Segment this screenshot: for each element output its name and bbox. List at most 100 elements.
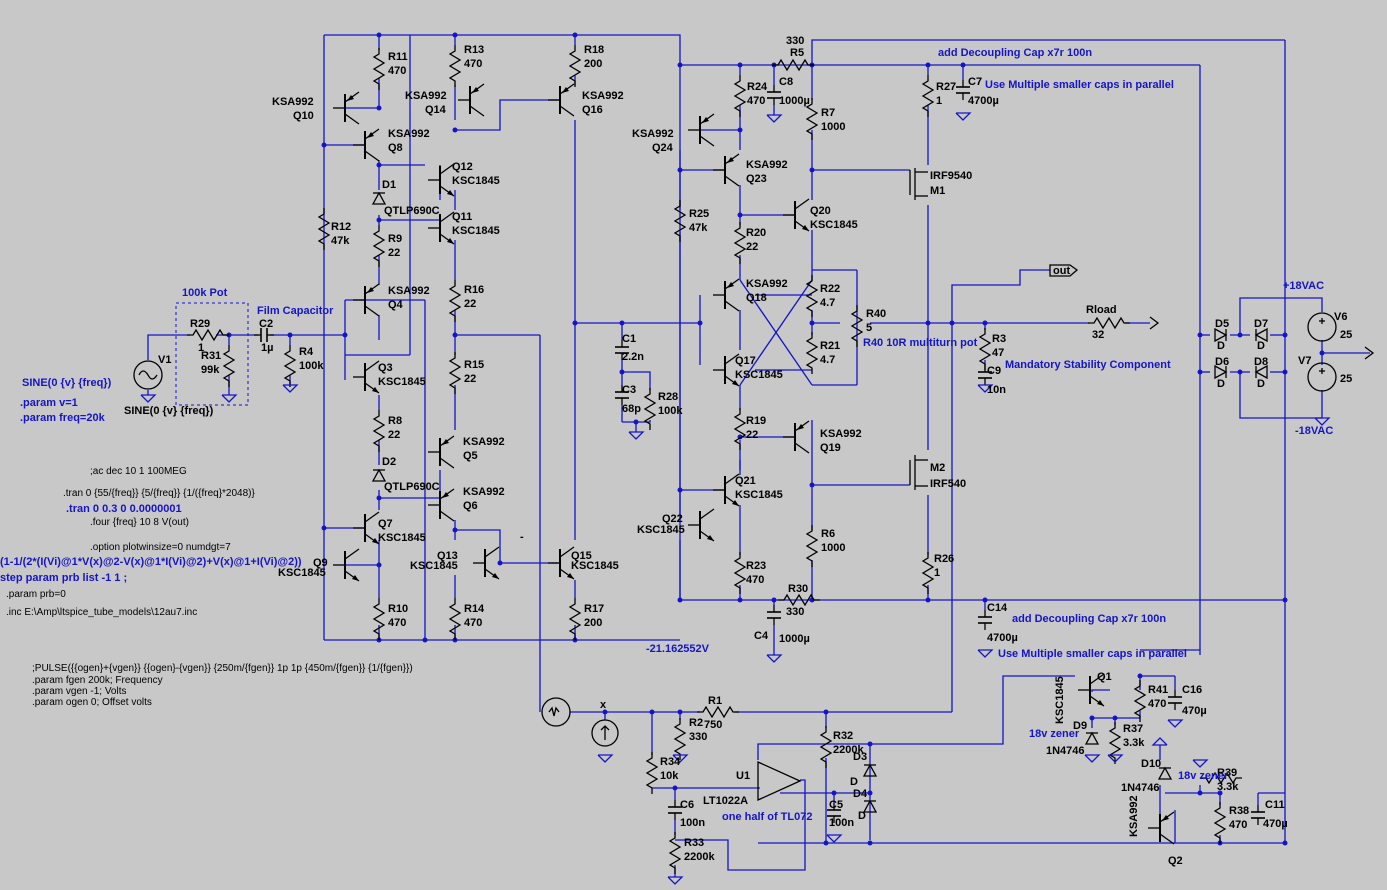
label-z1: 18v zener [1029,728,1080,740]
label-prb: .param prb=0 [6,589,66,600]
label-r12: R12 [331,221,351,233]
label-rloadv: 32 [1092,329,1104,341]
label-q9t: KSC1845 [278,567,326,579]
label-d1t: QTLP690C [384,205,440,217]
label-c11v: 470µ [1263,818,1288,830]
label-d6: D6 [1215,356,1229,368]
label-biasexpr: (1-1/(2*(I(Vi)@1*V(x)@2-V(x)@1*I(Vi)@2)+… [0,556,302,568]
label-c6v: 100n [680,817,705,829]
label-c14v: 4700µ [987,632,1018,644]
label-c5: C5 [829,799,843,811]
label-d7t: D [1217,340,1225,352]
label-q14t: KSA992 [405,90,447,102]
label-acdec: ;ac dec 10 1 100MEG [90,466,187,477]
label-out: out [1053,265,1070,277]
label-r8: R8 [388,415,402,427]
spice-directives: ;ac dec 10 1 100MEG .tran 0 {55/{freq}} {… [6,466,413,708]
label-d10t: 1N4746 [1121,782,1160,794]
label-q20: Q20 [810,205,831,217]
label-r30: R30 [788,583,808,595]
label-c11: C11 [1265,799,1285,811]
label-r18v: 200 [584,58,602,70]
label-r16: R16 [464,284,484,296]
label-paramv: .param v=1 [20,397,78,409]
label-q10: Q10 [293,110,314,122]
label-c8: C8 [779,76,793,88]
label-d7: D7 [1254,318,1268,330]
label-q6: Q6 [463,500,478,512]
label-r1v: 750 [704,719,722,731]
label-m2: M2 [930,462,945,474]
label-q5t: KSA992 [463,436,505,448]
label-c3: C3 [622,384,636,396]
label-r24: R24 [747,81,768,93]
label-c5v: 100n [829,817,854,829]
label-m1: M1 [930,185,945,197]
label-v6v: 25 [1340,329,1352,341]
label-d2: D2 [382,456,396,468]
label-r24v: 470 [747,95,765,107]
label-r15: R15 [464,359,484,371]
label-r6v: 1000 [821,542,845,554]
label-tran1: .tran 0 {55/{freq}} {5/{freq}} {1/({freq… [63,488,255,499]
label-r38: R38 [1229,805,1249,817]
label-r33v: 2200k [684,851,715,863]
label-rload: Rload [1086,304,1117,316]
label-r21v: 4.7 [820,354,835,366]
label-r9v: 22 [388,247,400,259]
label-q19t: KSA992 [820,428,862,440]
label-r19v: 22 [746,429,758,441]
label-q23t: KSA992 [746,159,788,171]
label-paramf: .param freq=20k [20,412,106,424]
label-u1: U1 [736,770,750,782]
label-v7v: 25 [1340,373,1352,385]
label-q7t: KSC1845 [378,532,426,544]
label-r8v: 22 [388,429,400,441]
label-q20t: KSC1845 [810,219,858,231]
label-p18: +18VAC [1283,280,1324,292]
label-d9: D9 [1073,720,1087,732]
component-labels: R11470R13470R18200KSA992Q10KSA992Q14KSA9… [124,35,1352,867]
label-q23: Q23 [746,173,767,185]
label-c9: C9 [987,365,1001,377]
label-r7: R7 [821,107,835,119]
label-r12v: 47k [331,235,350,247]
label-r20: R20 [746,227,766,239]
label-d8: D8 [1254,356,1268,368]
label-c7v: 4700µ [968,95,999,107]
label-tl072: one half of TL072 [722,811,812,823]
label-sine1: SINE(0 {v} {freq}) [22,377,112,389]
label-q14: Q14 [425,104,447,116]
label-d10: D10 [1141,758,1161,770]
label-c2v: 1µ [261,342,273,354]
label-r14v: 470 [464,617,482,629]
label-r10: R10 [388,603,408,615]
label-r28v: 100k [658,405,683,417]
label-c4: C4 [754,630,769,642]
label-q12: Q12 [452,161,473,173]
label-q16t: KSA992 [582,90,624,102]
label-r4v: 100k [299,360,324,372]
label-r22: R22 [820,283,840,295]
label-q5: Q5 [463,450,478,462]
label-r41v: 470 [1148,698,1166,710]
label-multi1: Use Multiple smaller caps in parallel [985,79,1174,91]
label-d4: D4 [853,788,868,800]
label-z2: 18v zener [1178,770,1229,782]
label-inc: .inc E:\Amp\ltspice_tube_models\12au7.in… [6,607,197,618]
label-q13: Q13 [437,550,458,562]
label-q18t: KSA992 [746,278,788,290]
label-q24t: KSA992 [632,128,674,140]
label-d2t: QTLP690C [384,481,440,493]
label-d8t: D [1257,340,1265,352]
label-r10v: 470 [388,617,406,629]
label-r14: R14 [464,603,485,615]
label-filmcap: Film Capacitor [257,305,334,317]
label-multi2: Use Multiple smaller caps in parallel [998,648,1187,660]
label-m18: -18VAC [1295,425,1333,437]
label-q17: Q17 [735,355,756,367]
label-r17: R17 [584,603,604,615]
label-steps: step param prb list -1 1 ; [0,572,127,584]
label-r2v: 330 [689,731,707,743]
label-q16: Q16 [582,104,603,116]
